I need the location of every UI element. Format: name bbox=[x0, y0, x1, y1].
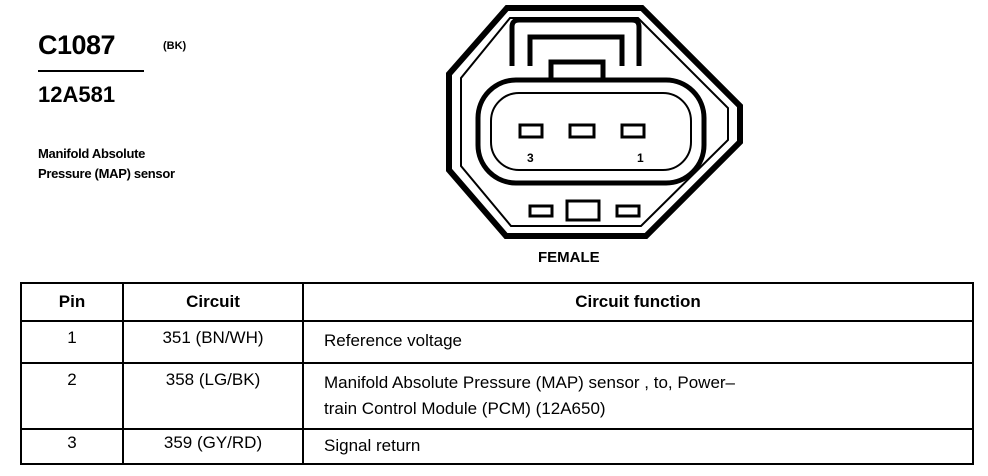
latch-inner bbox=[527, 34, 625, 66]
terminal-cavity-3 bbox=[518, 123, 544, 139]
connector-housing-inner bbox=[460, 17, 729, 227]
table-row: 2 358 (LG/BK) Manifold Absolute Pressure… bbox=[20, 362, 974, 430]
pin-label-1: 1 bbox=[637, 151, 644, 165]
part-number: 12A581 bbox=[38, 82, 116, 107]
cell-circuit: 359 (GY/RD) bbox=[122, 428, 304, 465]
cell-function: Manifold Absolute Pressure (MAP) sensor … bbox=[302, 362, 974, 430]
description-line-2: Pressure (MAP) sensor bbox=[38, 166, 175, 181]
function-line-2: train Control Module (PCM) (12A650) bbox=[324, 399, 606, 418]
header-circuit: Circuit bbox=[122, 282, 304, 322]
function-line-1: Reference voltage bbox=[324, 331, 462, 350]
description-line-1: Manifold Absolute bbox=[38, 146, 146, 161]
connector-id: C1087 bbox=[38, 30, 116, 60]
key-slot-center bbox=[565, 199, 601, 222]
cavity-body-outer bbox=[475, 77, 707, 186]
latch-block bbox=[548, 59, 606, 83]
latch-outer bbox=[509, 17, 642, 66]
cell-function: Reference voltage bbox=[302, 320, 974, 364]
title-underline bbox=[38, 70, 144, 72]
key-slot-left bbox=[528, 204, 554, 218]
cell-circuit: 351 (BN/WH) bbox=[122, 320, 304, 364]
connector-housing-outline bbox=[446, 5, 743, 239]
cell-function: Signal return bbox=[302, 428, 974, 465]
table-header-row: Pin Circuit Circuit function bbox=[20, 282, 974, 322]
cavity-body-inner bbox=[490, 92, 692, 171]
cell-circuit: 358 (LG/BK) bbox=[122, 362, 304, 430]
pinout-table: Pin Circuit Circuit function 1 351 (BN/W… bbox=[20, 282, 974, 465]
connector-description: Manifold Absolute Pressure (MAP) sensor bbox=[38, 144, 175, 184]
cell-pin: 2 bbox=[20, 362, 124, 430]
header-pin: Pin bbox=[20, 282, 124, 322]
header-circuit-function: Circuit function bbox=[302, 282, 974, 322]
terminal-cavity-2 bbox=[568, 123, 596, 139]
connector-face-diagram: 3 1 bbox=[446, 5, 743, 239]
gender-label: FEMALE bbox=[538, 249, 600, 266]
cell-pin: 3 bbox=[20, 428, 124, 465]
cell-pin: 1 bbox=[20, 320, 124, 364]
pin-label-3: 3 bbox=[527, 151, 534, 165]
table-row: 1 351 (BN/WH) Reference voltage bbox=[20, 320, 974, 364]
function-line-1: Signal return bbox=[324, 436, 421, 455]
table-row: 3 359 (GY/RD) Signal return bbox=[20, 428, 974, 465]
key-slot-right bbox=[615, 204, 641, 218]
function-line-1: Manifold Absolute Pressure (MAP) sensor … bbox=[324, 373, 736, 392]
connector-color-code: (BK) bbox=[163, 40, 187, 52]
terminal-cavity-1 bbox=[620, 123, 646, 139]
